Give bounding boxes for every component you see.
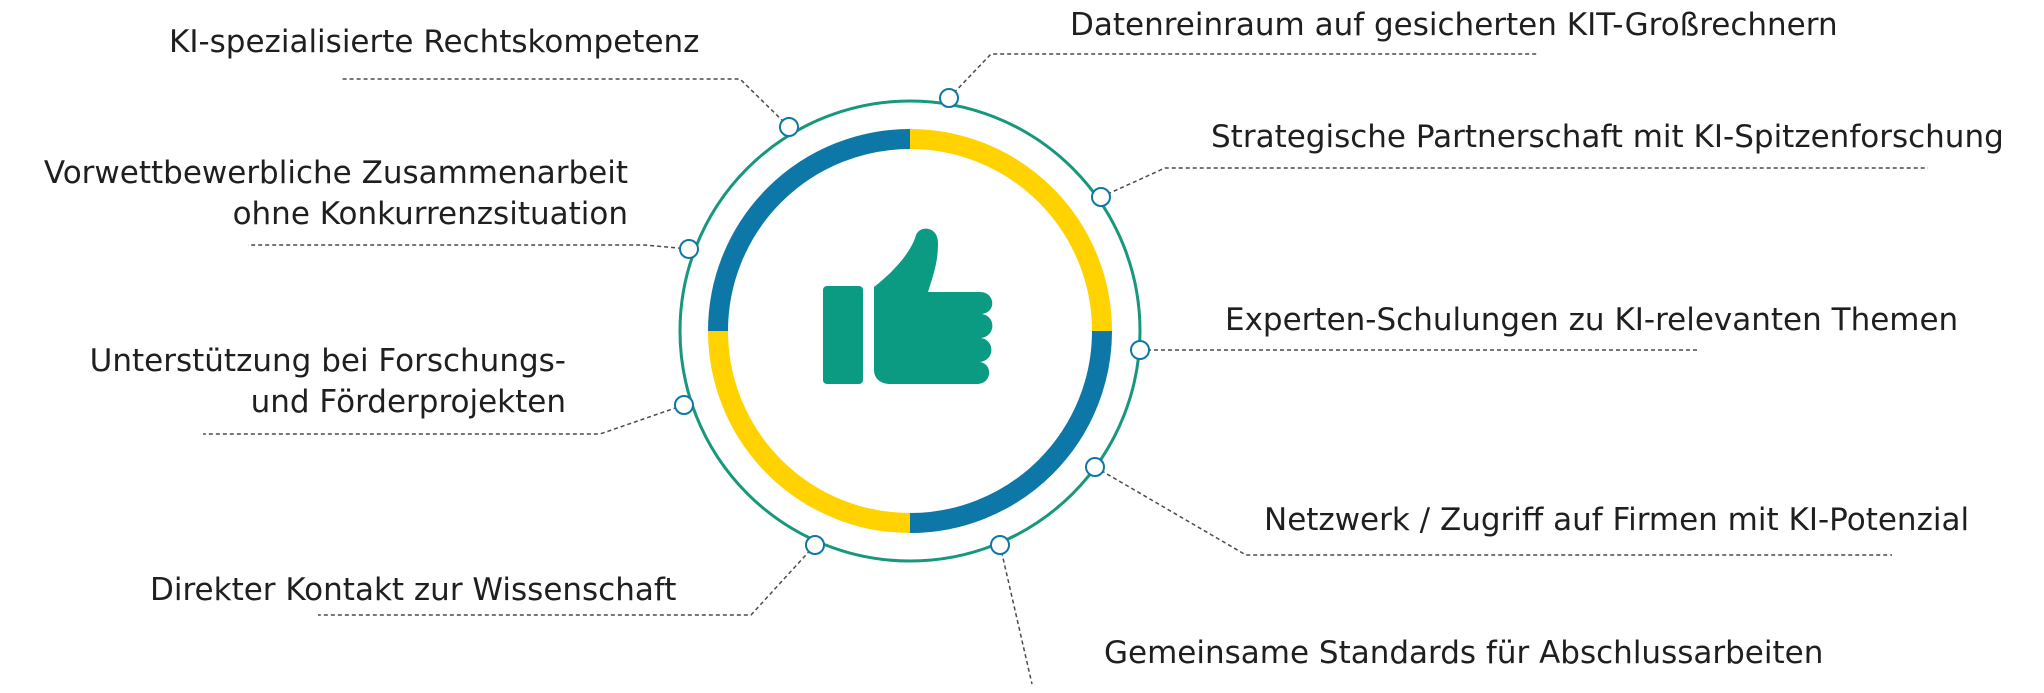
marker-foerderung	[674, 395, 694, 415]
leader-lines	[203, 53, 1928, 685]
marker-rechtskompetenz	[779, 117, 799, 137]
leader-line-netzwerk	[1094, 466, 1892, 556]
donut-segment-bottom-left	[708, 330, 911, 533]
donut-ring	[708, 129, 1112, 533]
leader-line-wissenschaft	[318, 544, 816, 616]
ring-markers	[674, 88, 1150, 555]
donut-segment-top-right	[909, 129, 1112, 332]
leader-line-rechtskompetenz	[340, 78, 790, 128]
marker-schulungen	[1130, 340, 1150, 360]
label-standards: Gemeinsame Standards für Abschlussarbeit…	[1104, 635, 1824, 671]
leader-line-standards	[999, 544, 1033, 685]
donut-segment-bottom-right	[909, 330, 1112, 533]
marker-standards	[990, 535, 1010, 555]
label-datenreinraum: Datenreinraum auf gesicherten KIT-Großre…	[1070, 7, 1838, 43]
marker-netzwerk	[1085, 457, 1105, 477]
donut-segment-top-left	[708, 129, 911, 332]
thumbs-up-icon	[823, 228, 993, 384]
marker-zusammenarbeit	[679, 239, 699, 259]
marker-datenreinraum	[939, 88, 959, 108]
label-foerderung-line-1: Unterstützung bei Forschungs-	[89, 343, 566, 379]
label-netzwerk: Netzwerk / Zugriff auf Firmen mit KI-Pot…	[1264, 502, 1970, 538]
leader-line-partnerschaft	[1100, 167, 1928, 198]
label-foerderung-line-2: und Förderprojekten	[250, 384, 566, 420]
marker-partnerschaft	[1091, 187, 1111, 207]
outer-ring	[678, 99, 1142, 563]
label-foerderung: Unterstützung bei Forschungs- und Förder…	[0, 341, 566, 423]
label-partnerschaft: Strategische Partnerschaft mit KI-Spitze…	[1211, 119, 2004, 155]
label-wissenschaft: Direkter Kontakt zur Wissenschaft	[150, 572, 677, 608]
label-zusammenarbeit: Vorwettbewerbliche Zusammenarbeit ohne K…	[0, 153, 628, 235]
leader-line-zusammenarbeit	[248, 244, 690, 250]
label-zusammenarbeit-line-1: Vorwettbewerbliche Zusammenarbeit	[43, 155, 628, 191]
leader-line-datenreinraum	[948, 53, 1538, 99]
label-schulungen: Experten-Schulungen zu KI-relevanten The…	[1225, 302, 1959, 338]
leader-line-foerderung	[203, 404, 685, 435]
marker-wissenschaft	[805, 535, 825, 555]
label-zusammenarbeit-line-2: ohne Konkurrenzsituation	[232, 196, 628, 232]
label-rechtskompetenz: KI-spezialisierte Rechtskompetenz	[169, 24, 700, 60]
